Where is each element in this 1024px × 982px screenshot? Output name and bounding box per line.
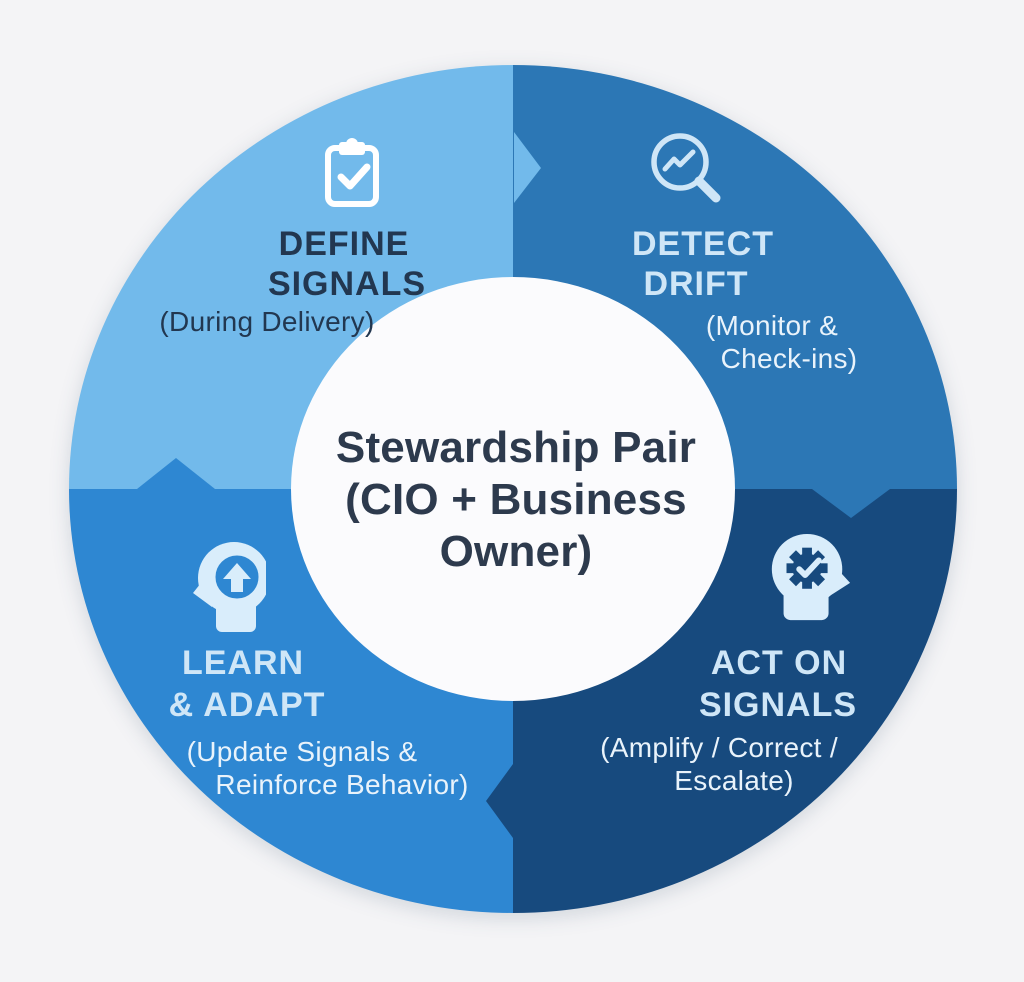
clockwise-arrow-top bbox=[514, 132, 541, 203]
learn-adapt-subtitle-line-2: Reinforce Behavior) bbox=[215, 769, 469, 800]
center-title-line-2: (CIO + Business bbox=[345, 475, 687, 524]
define-signals-title-line-1: DEFINE bbox=[278, 225, 410, 263]
learn-adapt-title-line-1: LEARN bbox=[181, 644, 305, 682]
head-gear-check-icon bbox=[771, 533, 851, 621]
define-signals-subtitle: (During Delivery) bbox=[159, 306, 375, 337]
center-title-line-1: Stewardship Pair bbox=[335, 423, 697, 472]
act-on-signals-subtitle-line-2: Escalate) bbox=[674, 765, 794, 796]
clockwise-arrow-right bbox=[812, 489, 890, 518]
detect-drift-subtitle-line-2: Check-ins) bbox=[720, 343, 858, 374]
center-circle bbox=[291, 277, 735, 701]
head-up-arrow-icon bbox=[193, 542, 266, 632]
gear-shape bbox=[786, 547, 828, 589]
clipboard-check-icon bbox=[325, 138, 379, 207]
detect-drift-title-line-2: DRIFT bbox=[643, 265, 749, 303]
detect-drift-subtitle-line-1: (Monitor & bbox=[705, 310, 839, 341]
clockwise-arrow-bottom bbox=[486, 764, 513, 838]
define-signals-title-line-2: SIGNALS bbox=[267, 265, 427, 303]
magnifier-trend-icon bbox=[651, 133, 721, 203]
detect-drift-title-line-1: DETECT bbox=[632, 225, 774, 263]
learn-adapt-title-line-2: & ADAPT bbox=[168, 686, 326, 724]
act-on-signals-subtitle-line-1: (Amplify / Correct / bbox=[600, 732, 838, 763]
act-on-signals-title-line-2: SIGNALS bbox=[698, 686, 858, 724]
clockwise-arrow-left bbox=[137, 458, 215, 489]
learn-adapt-subtitle-line-1: (Update Signals & bbox=[186, 736, 418, 767]
act-on-signals-title-line-1: ACT ON bbox=[710, 644, 848, 682]
center-title-line-3: Owner) bbox=[439, 527, 593, 576]
